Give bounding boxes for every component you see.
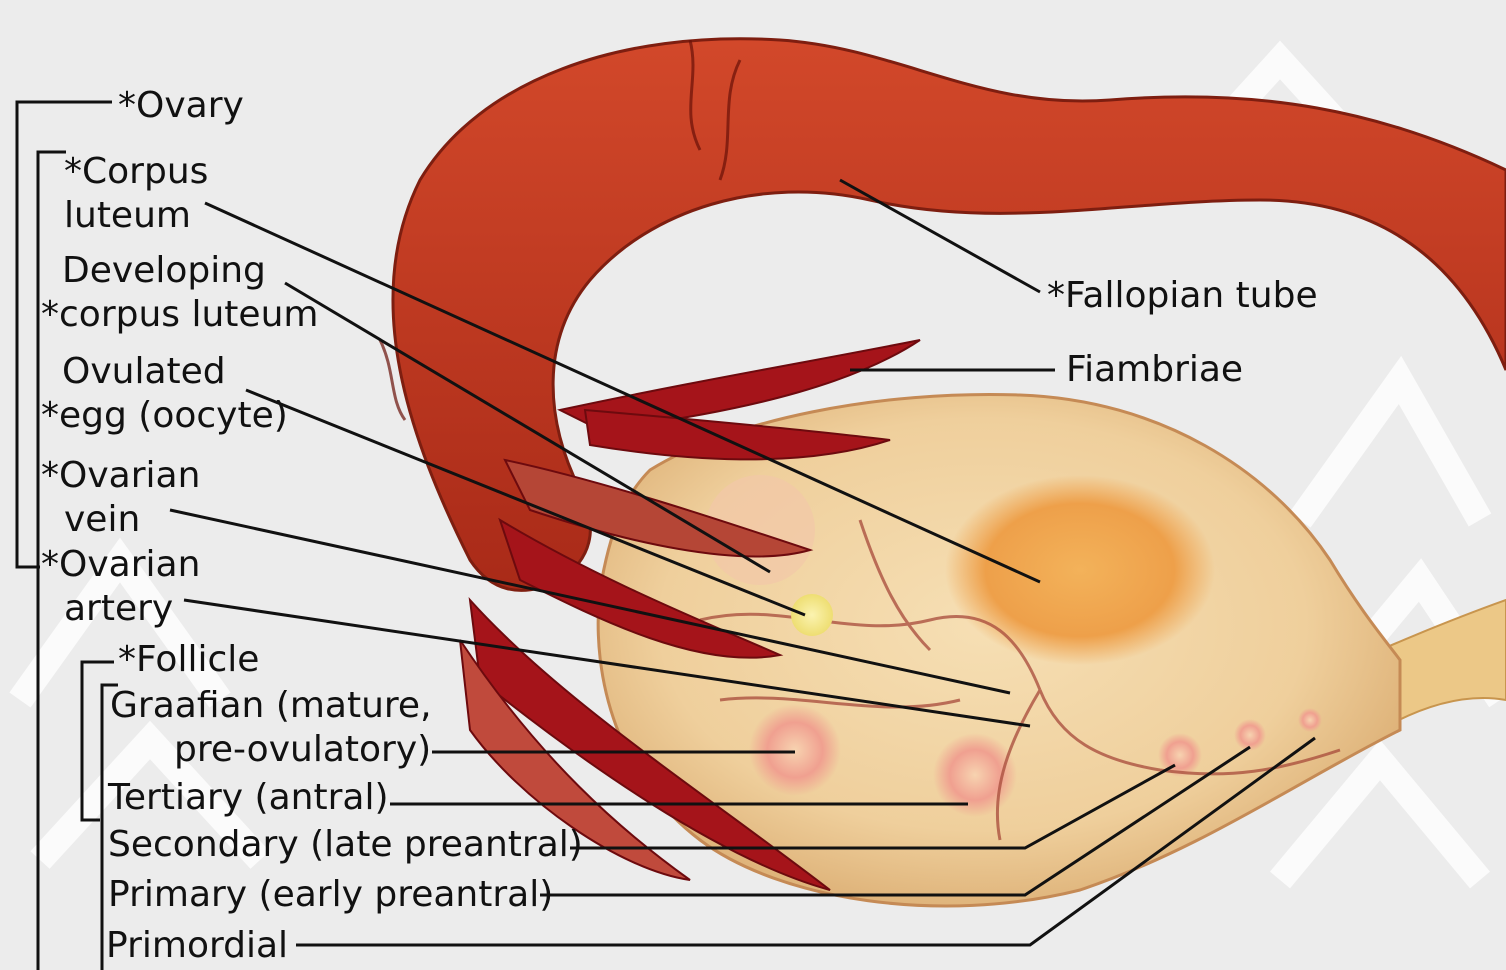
primordial-follicle (1298, 708, 1322, 732)
label-developing-corpus-luteum-line2: *corpus luteum (41, 293, 318, 337)
label-graafian-line2: pre-ovulatory) (174, 728, 431, 772)
label-corpus-luteum-line1: *Corpus (64, 150, 208, 194)
label-ovarian-artery-line2: artery (64, 587, 173, 631)
label-follicle: *Follicle (118, 638, 259, 682)
label-secondary: Secondary (late preantral) (108, 823, 583, 867)
graafian-follicle (749, 704, 841, 796)
corpus-luteum (945, 475, 1215, 665)
label-ovulated-egg-line2: *egg (oocyte) (41, 394, 288, 438)
label-tertiary: Tertiary (antral) (108, 776, 389, 820)
label-primary: Primary (early preantral) (108, 873, 553, 917)
label-ovary: *Ovary (118, 84, 244, 128)
label-ovarian-vein-line1: *Ovarian (41, 454, 200, 498)
label-ovarian-artery-line1: *Ovarian (41, 543, 200, 587)
label-primordial: Primordial (106, 924, 288, 968)
label-fallopian-tube: *Fallopian tube (1047, 274, 1318, 318)
label-ovarian-vein-line2: vein (64, 498, 140, 542)
label-corpus-luteum-line2: luteum (64, 194, 191, 238)
label-ovulated-egg-line1: Ovulated (62, 350, 226, 394)
label-graafian-line1: Graafian (mature, (110, 684, 432, 728)
label-developing-corpus-luteum-line1: Developing (62, 249, 266, 293)
primary-follicle (1234, 719, 1266, 751)
label-fimbriae: Fiambriae (1066, 348, 1243, 392)
ovulated-egg (791, 594, 833, 636)
